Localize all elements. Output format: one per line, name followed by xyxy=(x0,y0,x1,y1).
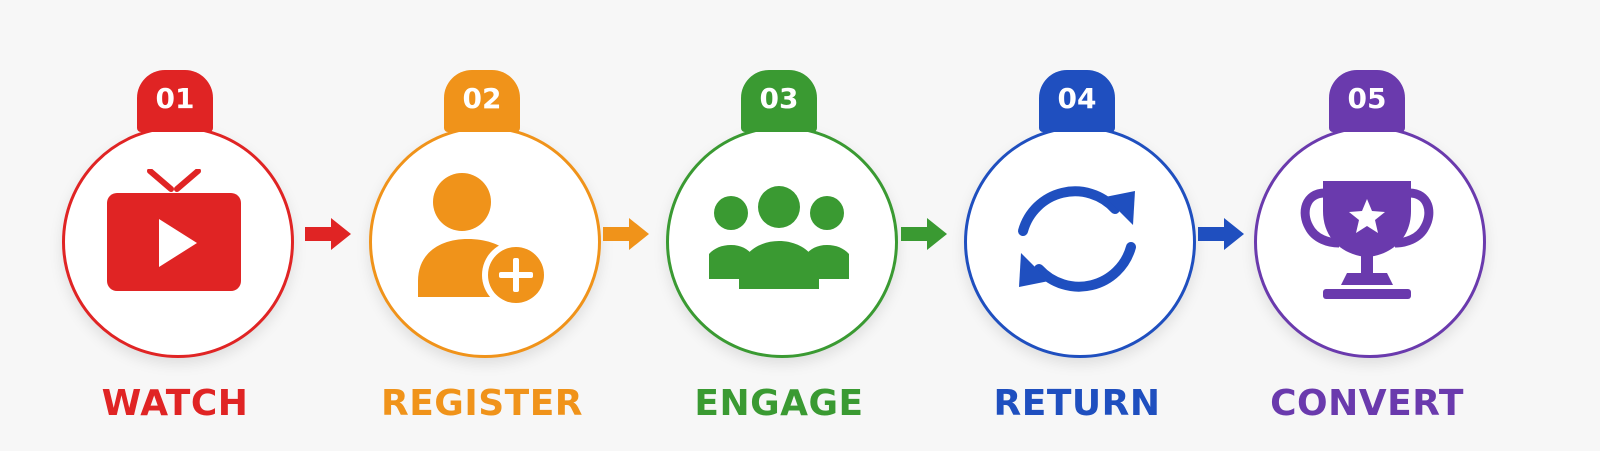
step-number-badge: 04 xyxy=(1039,70,1115,132)
arrow-right-icon xyxy=(305,214,353,254)
step-register: 02 REGISTER xyxy=(365,0,605,451)
step-number-badge: 05 xyxy=(1329,70,1405,132)
step-number: 01 xyxy=(155,81,195,115)
step-number: 02 xyxy=(462,81,502,115)
group-icon xyxy=(709,169,849,309)
step-label: ENGAGE xyxy=(694,383,864,424)
step-number-badge: 01 xyxy=(137,70,213,132)
arrow-right-icon xyxy=(901,214,949,254)
step-label: WATCH xyxy=(101,383,249,424)
step-number: 05 xyxy=(1347,81,1387,115)
step-number-badge: 02 xyxy=(444,70,520,132)
step-number-badge: 03 xyxy=(741,70,817,132)
step-watch: 01 WATCH xyxy=(58,0,298,451)
step-return: 04 RETURN xyxy=(960,0,1200,451)
trophy-icon xyxy=(1297,169,1437,309)
step-label: CONVERT xyxy=(1270,383,1464,424)
step-label: REGISTER xyxy=(380,383,584,424)
step-engage: 03 ENGAGE xyxy=(662,0,902,451)
step-convert: 05 CONVERT xyxy=(1250,0,1490,451)
arrow-right-icon xyxy=(603,214,651,254)
step-circle xyxy=(369,126,601,358)
step-number: 04 xyxy=(1057,81,1097,115)
step-label: RETURN xyxy=(993,383,1161,424)
arrow-right-icon xyxy=(1198,214,1246,254)
refresh-icon xyxy=(1007,169,1147,309)
tv-play-icon xyxy=(105,169,245,309)
add-user-icon xyxy=(412,169,552,309)
step-number: 03 xyxy=(759,81,799,115)
